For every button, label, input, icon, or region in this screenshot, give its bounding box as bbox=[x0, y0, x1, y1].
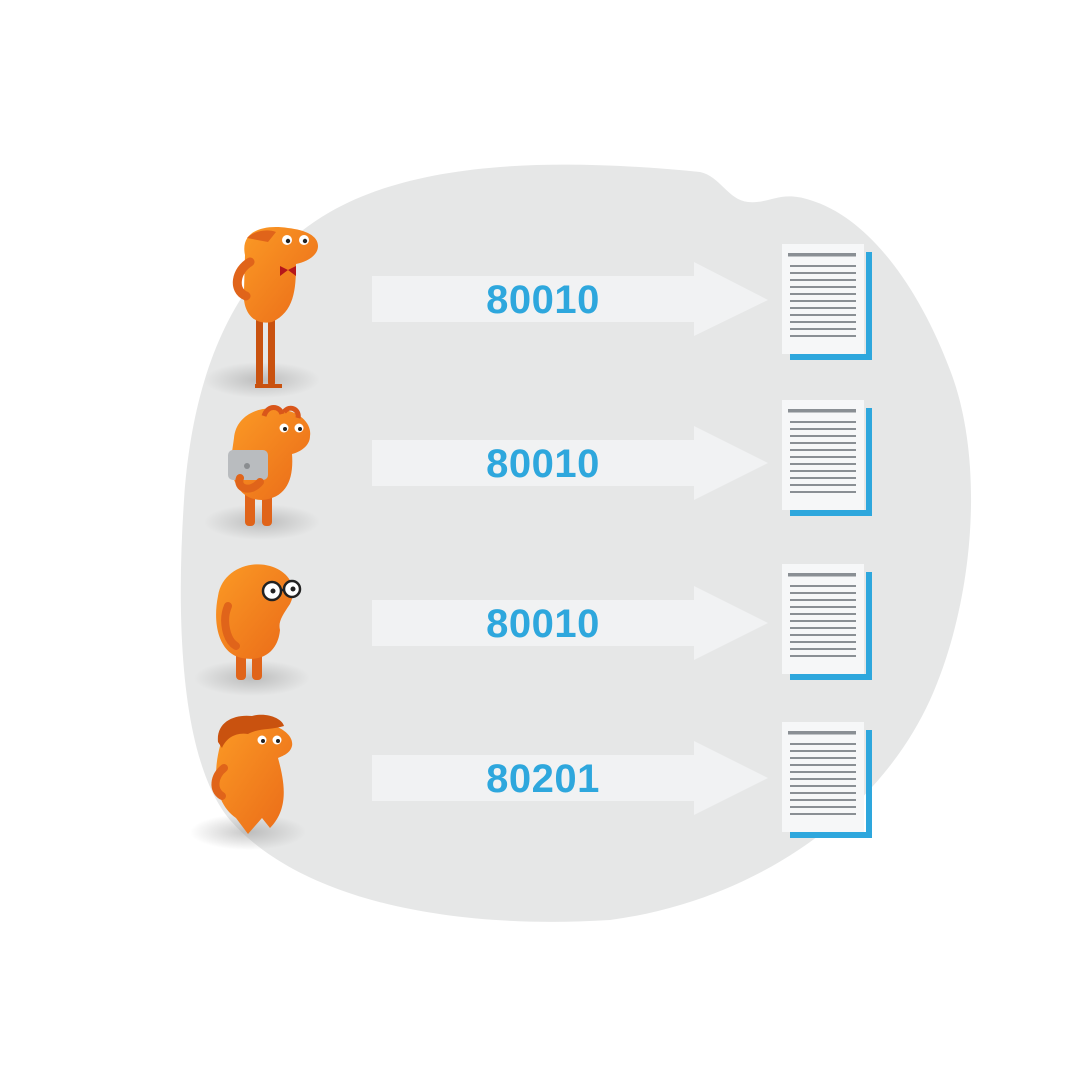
code-label: 80010 bbox=[486, 278, 600, 322]
arrow bbox=[372, 426, 768, 500]
code-label: 80201 bbox=[486, 757, 600, 801]
row-4 bbox=[190, 714, 872, 850]
row-3 bbox=[194, 564, 872, 696]
code-label: 80010 bbox=[486, 442, 600, 486]
character-shadow bbox=[194, 660, 310, 696]
arrow bbox=[372, 262, 768, 336]
document-icon bbox=[782, 722, 872, 838]
arrow bbox=[372, 586, 768, 660]
arrow bbox=[372, 741, 768, 815]
document-icon bbox=[782, 564, 872, 680]
row-2 bbox=[204, 400, 872, 540]
background-blob bbox=[180, 164, 972, 922]
row-1 bbox=[204, 227, 872, 398]
document-icon bbox=[782, 400, 872, 516]
code-label: 80010 bbox=[486, 602, 600, 646]
monster-with-laptop-icon bbox=[228, 405, 311, 526]
document-icon bbox=[782, 244, 872, 360]
monster-with-bowtie-icon bbox=[232, 227, 318, 388]
monster-with-hair-icon bbox=[211, 714, 293, 834]
monster-with-glasses-icon bbox=[216, 564, 302, 680]
